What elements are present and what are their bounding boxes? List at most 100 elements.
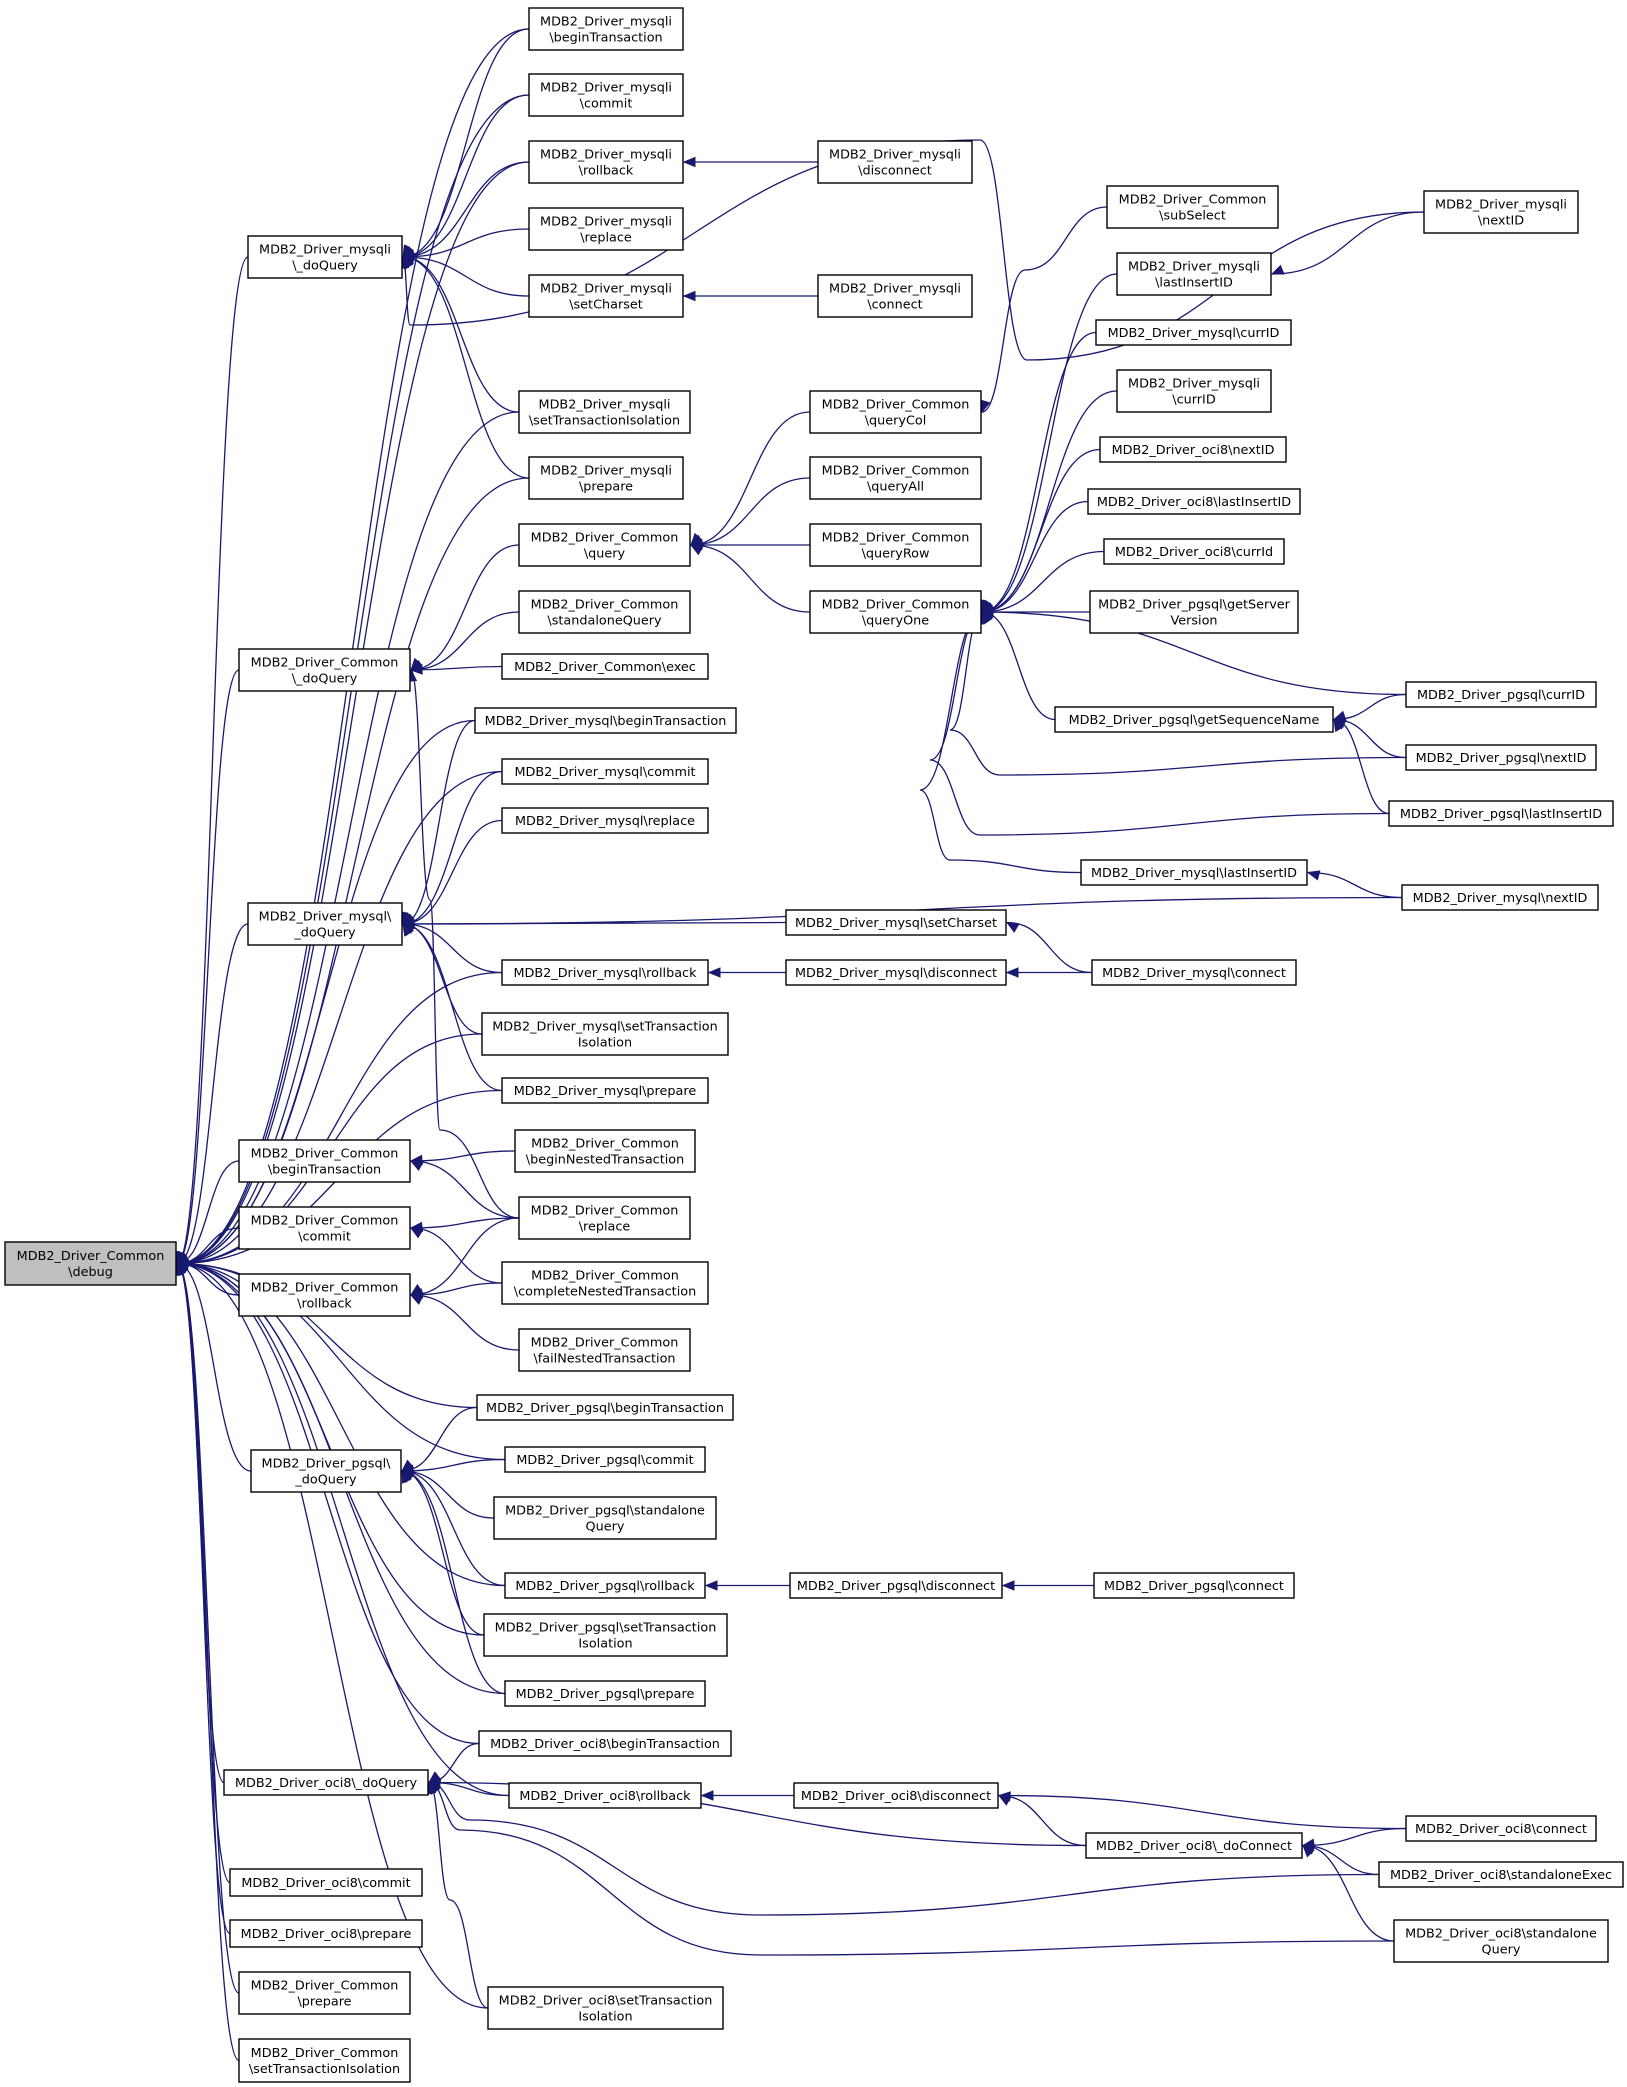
graph-node[interactable]: MDB2_Driver_pgsql\lastInsertID bbox=[1388, 800, 1614, 827]
graph-node[interactable]: MDB2_Driver_mysql\disconnect bbox=[785, 959, 1007, 986]
graph-node[interactable]: MDB2_Driver_oci8\beginTransaction bbox=[478, 1730, 732, 1757]
graph-node[interactable]: MDB2_Driver_pgsql\connect bbox=[1093, 1572, 1295, 1599]
node-label: \queryCol bbox=[865, 414, 927, 429]
graph-node[interactable]: MDB2_Driver_Common\subSelect bbox=[1106, 185, 1279, 229]
graph-node[interactable]: MDB2_Driver_Common\queryAll bbox=[809, 456, 982, 500]
node-box bbox=[518, 590, 691, 634]
graph-node[interactable]: MDB2_Driver_mysql\lastInsertID bbox=[1080, 859, 1308, 886]
graph-node[interactable]: MDB2_Driver_mysqli\setCharset bbox=[528, 274, 684, 318]
graph-node[interactable]: MDB2_Driver_Common\commit bbox=[238, 1206, 411, 1250]
graph-node[interactable]: MDB2_Driver_mysqli\rollback bbox=[528, 140, 684, 184]
node-box bbox=[809, 590, 982, 634]
graph-node[interactable]: MDB2_Driver_Common\queryRow bbox=[809, 523, 982, 567]
graph-node[interactable]: MDB2_Driver_oci8\disconnect bbox=[793, 1782, 999, 1809]
graph-node[interactable]: MDB2_Driver_mysqli\lastInsertID bbox=[1116, 252, 1272, 296]
graph-node[interactable]: MDB2_Driver_pgsql\standaloneQuery bbox=[493, 1496, 717, 1540]
root-node[interactable]: MDB2_Driver_Common\debug bbox=[4, 1241, 177, 1286]
graph-node[interactable]: MDB2_Driver_Common\_doQuery bbox=[238, 648, 411, 692]
graph-node[interactable]: MDB2_Driver_oci8\standaloneExec bbox=[1378, 1861, 1624, 1888]
graph-node[interactable]: MDB2_Driver_Common\beginNestedTransactio… bbox=[514, 1129, 696, 1173]
graph-node[interactable]: MDB2_Driver_oci8\rollback bbox=[508, 1782, 702, 1809]
graph-node[interactable]: MDB2_Driver_Common\setTransactionIsolati… bbox=[238, 2038, 411, 2083]
graph-node[interactable]: MDB2_Driver_mysql\connect bbox=[1091, 959, 1297, 986]
graph-node[interactable]: MDB2_Driver_Common\queryOne bbox=[809, 590, 982, 634]
graph-node[interactable]: MDB2_Driver_mysqli\_doQuery bbox=[247, 235, 403, 279]
graph-node[interactable]: MDB2_Driver_oci8\standaloneQuery bbox=[1393, 1919, 1609, 1963]
node-box bbox=[229, 1919, 423, 1948]
graph-node[interactable]: MDB2_Driver_mysql\currID bbox=[1095, 319, 1292, 346]
graph-node[interactable]: MDB2_Driver_mysql\replace bbox=[501, 807, 709, 834]
graph-node[interactable]: MDB2_Driver_pgsql\commit bbox=[504, 1446, 706, 1473]
edge-n_mysqli_setCharset-to-n_mysqli_doQuery bbox=[402, 256, 530, 297]
graph-node[interactable]: MDB2_Driver_oci8\prepare bbox=[229, 1919, 423, 1948]
graph-node[interactable]: MDB2_Driver_Common\prepare bbox=[238, 1971, 411, 2015]
node-label: MDB2_Driver_Common bbox=[531, 531, 679, 546]
graph-node[interactable]: MDB2_Driver_Common\queryCol bbox=[809, 390, 982, 434]
node-box bbox=[528, 7, 684, 51]
graph-node[interactable]: MDB2_Driver_mysql\setCharset bbox=[785, 909, 1007, 936]
node-label: MDB2_Driver_Common bbox=[822, 398, 970, 413]
graph-node[interactable]: MDB2_Driver_pgsql\getSequenceName bbox=[1054, 706, 1334, 733]
edge-n_common_standaloneQuery-to-n_common_doQuery bbox=[410, 611, 520, 671]
node-label: MDB2_Driver_Common bbox=[822, 464, 970, 479]
graph-node[interactable]: MDB2_Driver_pgsql\setTransactionIsolatio… bbox=[483, 1613, 728, 1657]
graph-node[interactable]: MDB2_Driver_Common\replace bbox=[518, 1196, 691, 1240]
node-label: MDB2_Driver_oci8\nextID bbox=[1112, 443, 1275, 458]
graph-node[interactable]: MDB2_Driver_oci8\commit bbox=[229, 1868, 423, 1897]
graph-node[interactable]: MDB2_Driver_mysqli\commit bbox=[528, 73, 684, 117]
graph-node[interactable]: MDB2_Driver_mysqli\prepare bbox=[528, 456, 684, 500]
edge-n_common_failNestedTransaction-to-n_common_rollback bbox=[410, 1294, 520, 1351]
node-box bbox=[481, 1012, 729, 1056]
graph-node[interactable]: MDB2_Driver_pgsql\prepare bbox=[504, 1680, 706, 1707]
graph-node[interactable]: MDB2_Driver_oci8\_doConnect bbox=[1085, 1832, 1303, 1859]
graph-node[interactable]: MDB2_Driver_Common\completeNestedTransac… bbox=[501, 1261, 709, 1305]
graph-node[interactable]: MDB2_Driver_mysql\commit bbox=[501, 758, 709, 785]
graph-node[interactable]: MDB2_Driver_Common\rollback bbox=[238, 1273, 411, 1317]
arrowhead bbox=[175, 1253, 190, 1265]
graph-node[interactable]: MDB2_Driver_oci8\nextID bbox=[1099, 436, 1287, 463]
node-label: MDB2_Driver_mysql\currID bbox=[1108, 326, 1280, 341]
node-label: MDB2_Driver_oci8\disconnect bbox=[801, 1789, 991, 1804]
graph-node[interactable]: MDB2_Driver_oci8\currId bbox=[1103, 538, 1285, 565]
arrowhead bbox=[997, 1791, 1011, 1802]
edge-n_mysqli_nextID-to-n_mysqli_lastInsertID bbox=[1271, 211, 1425, 275]
graph-node[interactable]: MDB2_Driver_oci8\connect bbox=[1405, 1815, 1597, 1842]
graph-node[interactable]: MDB2_Driver_pgsql\disconnect bbox=[789, 1572, 1003, 1599]
graph-node[interactable]: MDB2_Driver_Common\beginTransaction bbox=[238, 1139, 411, 1183]
graph-node[interactable]: MDB2_Driver_pgsql\beginTransaction bbox=[476, 1394, 734, 1421]
graph-node[interactable]: MDB2_Driver_pgsql\_doQuery bbox=[250, 1449, 402, 1493]
graph-node[interactable]: MDB2_Driver_mysql\nextID bbox=[1401, 884, 1599, 911]
graph-node[interactable]: MDB2_Driver_Common\exec bbox=[501, 653, 709, 680]
graph-node[interactable]: MDB2_Driver_oci8\_doQuery bbox=[223, 1769, 429, 1796]
graph-node[interactable]: MDB2_Driver_Common\query bbox=[518, 523, 691, 567]
graph-node[interactable]: MDB2_Driver_Common\standaloneQuery bbox=[518, 590, 691, 634]
graph-node[interactable]: MDB2_Driver_mysqli\setTransactionIsolati… bbox=[518, 390, 691, 434]
node-label: \standaloneQuery bbox=[547, 614, 662, 629]
node-label: MDB2_Driver_oci8\currId bbox=[1115, 545, 1273, 560]
graph-node[interactable]: MDB2_Driver_mysqli\currID bbox=[1116, 369, 1272, 413]
graph-node[interactable]: MDB2_Driver_mysql\beginTransaction bbox=[474, 707, 737, 734]
graph-node[interactable]: MDB2_Driver_mysqli\disconnect bbox=[817, 140, 973, 184]
graph-node[interactable]: MDB2_Driver_oci8\setTransactionIsolation bbox=[487, 1986, 724, 2030]
graph-node[interactable]: MDB2_Driver_mysql\prepare bbox=[501, 1077, 709, 1104]
node-label: MDB2_Driver_mysqli bbox=[540, 464, 672, 479]
node-label: MDB2_Driver_oci8\_doConnect bbox=[1096, 1839, 1292, 1854]
graph-node[interactable]: MDB2_Driver_Common\failNestedTransaction bbox=[518, 1328, 691, 1372]
graph-node[interactable]: MDB2_Driver_pgsql\rollback bbox=[504, 1572, 706, 1599]
node-box bbox=[474, 707, 737, 734]
graph-node[interactable]: MDB2_Driver_oci8\lastInsertID bbox=[1087, 488, 1301, 515]
node-box bbox=[238, 1206, 411, 1250]
graph-node[interactable]: MDB2_Driver_mysql\_doQuery bbox=[247, 902, 403, 946]
node-label: \queryRow bbox=[862, 547, 930, 562]
graph-node[interactable]: MDB2_Driver_pgsql\nextID bbox=[1405, 744, 1597, 771]
node-label: MDB2_Driver_mysql\setCharset bbox=[795, 916, 997, 931]
graph-node[interactable]: MDB2_Driver_mysqli\replace bbox=[528, 207, 684, 251]
edge-n_pgsql_commit-to-root bbox=[176, 1262, 506, 1461]
graph-node[interactable]: MDB2_Driver_mysqli\connect bbox=[817, 274, 973, 318]
graph-node[interactable]: MDB2_Driver_mysql\setTransactionIsolatio… bbox=[481, 1012, 729, 1056]
graph-node[interactable]: MDB2_Driver_mysql\rollback bbox=[501, 959, 709, 986]
graph-node[interactable]: MDB2_Driver_pgsql\currID bbox=[1405, 681, 1597, 708]
graph-node[interactable]: MDB2_Driver_mysqli\nextID bbox=[1423, 190, 1579, 234]
graph-node[interactable]: MDB2_Driver_mysqli\beginTransaction bbox=[528, 7, 684, 51]
